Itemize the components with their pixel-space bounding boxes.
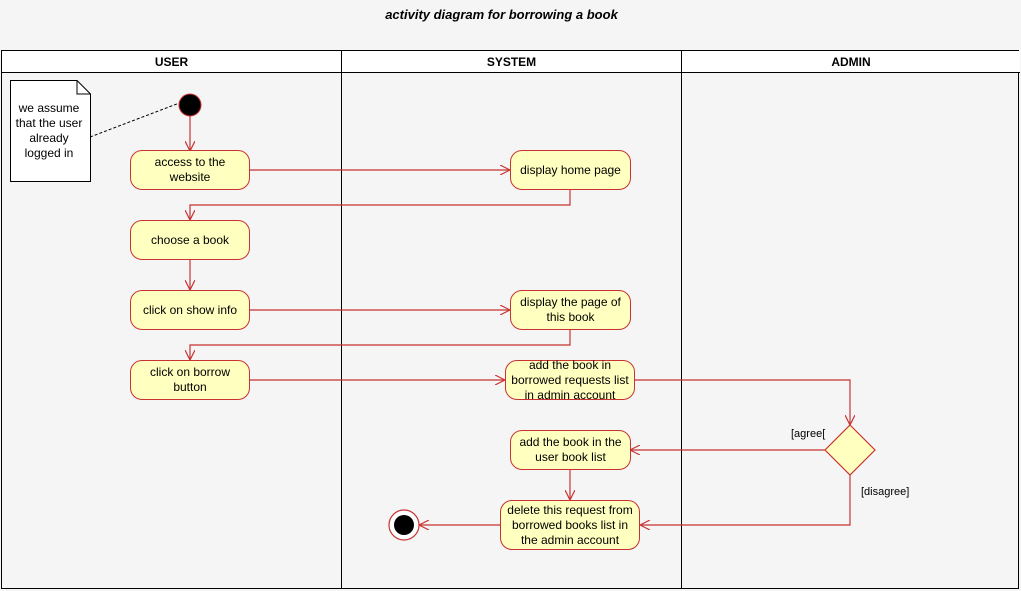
assumption-note: we assume that the user already logged i… bbox=[10, 80, 91, 182]
lane-header-admin: ADMIN bbox=[682, 51, 1020, 73]
diagram-title: activity diagram for borrowing a book bbox=[385, 7, 618, 22]
lane-header-user: USER bbox=[2, 51, 341, 73]
action-choose-book: choose a book bbox=[130, 220, 250, 260]
lane-user: USER bbox=[2, 51, 341, 588]
action-delete-request: delete this request from borrowed books … bbox=[500, 500, 640, 550]
edge-decision-disagree bbox=[641, 475, 851, 525]
guard-agree: [agree[ bbox=[791, 428, 826, 440]
lane-admin: ADMIN bbox=[681, 51, 1020, 588]
guard-disagree: [disagree] bbox=[861, 486, 910, 498]
note-shape bbox=[10, 80, 91, 182]
action-click-show-info: click on show info bbox=[130, 290, 250, 330]
action-display-book-page: display the page of this book bbox=[510, 290, 631, 330]
note-link bbox=[89, 101, 183, 138]
lane-header-system: SYSTEM bbox=[342, 51, 681, 73]
action-add-user-book-list: add the book in the user book list bbox=[510, 430, 631, 470]
action-display-home: display home page bbox=[510, 150, 631, 190]
action-click-borrow: click on borrow button bbox=[130, 360, 250, 400]
decision-node bbox=[824, 424, 876, 476]
edge-home-choose bbox=[190, 190, 571, 219]
swimlane-container: USER SYSTEM ADMIN bbox=[1, 50, 1020, 589]
action-access-website: access to the website bbox=[130, 150, 250, 190]
edge-page-borrow bbox=[190, 330, 571, 359]
final-node-core bbox=[394, 515, 414, 535]
initial-node bbox=[178, 93, 202, 117]
lane-system: SYSTEM bbox=[341, 51, 681, 588]
note-text: we assume that the user already logged i… bbox=[15, 100, 83, 160]
action-add-borrowed-requests: add the book in borrowed requests list i… bbox=[505, 358, 635, 402]
edge-requests-decision bbox=[635, 379, 850, 424]
